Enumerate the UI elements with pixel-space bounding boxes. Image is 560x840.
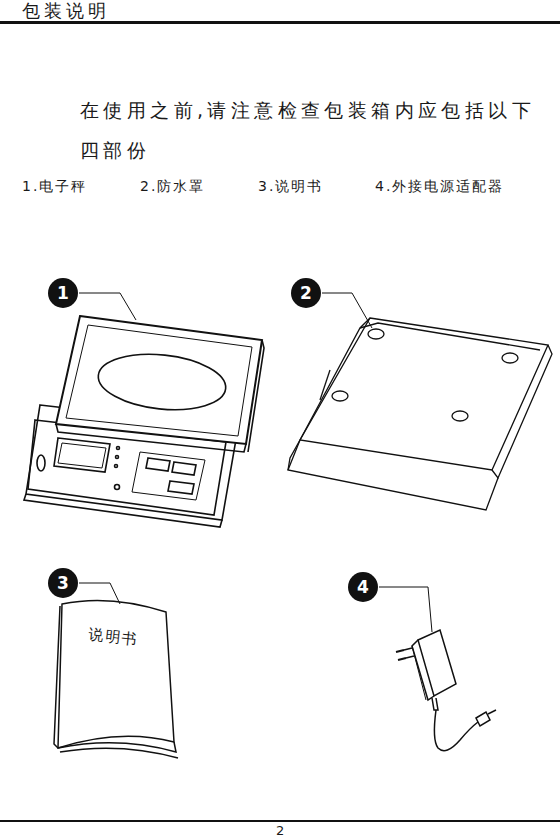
cover-drawing bbox=[288, 318, 552, 510]
callout-circle: 1 bbox=[48, 278, 78, 308]
callout-circle: 4 bbox=[348, 572, 378, 602]
callout-circle: 3 bbox=[48, 568, 78, 598]
item-text: 3.说明书 bbox=[258, 178, 323, 196]
callout-circle: 2 bbox=[291, 278, 321, 308]
footer-rule bbox=[0, 820, 560, 822]
callout-number: 1 bbox=[57, 283, 69, 303]
item-text: 1.电子秤 bbox=[22, 178, 87, 196]
adapter-drawing bbox=[396, 630, 496, 751]
scale-drawing bbox=[24, 316, 264, 527]
page-number: 2 bbox=[276, 823, 284, 838]
callout-number: 3 bbox=[57, 573, 69, 593]
manual-drawing bbox=[54, 600, 178, 758]
item-text: 2.防水罩 bbox=[140, 178, 205, 196]
item-text: 4.外接电源适配器 bbox=[375, 178, 504, 196]
header-rule bbox=[0, 21, 560, 24]
intro-text: 在使用之前,请注意检查包装箱内应包括以下 四部份 bbox=[80, 90, 560, 170]
callout-number: 4 bbox=[357, 577, 369, 597]
callout-number: 2 bbox=[300, 283, 312, 303]
leader-lines bbox=[79, 293, 432, 632]
page-title: 包装说明 bbox=[22, 0, 110, 23]
